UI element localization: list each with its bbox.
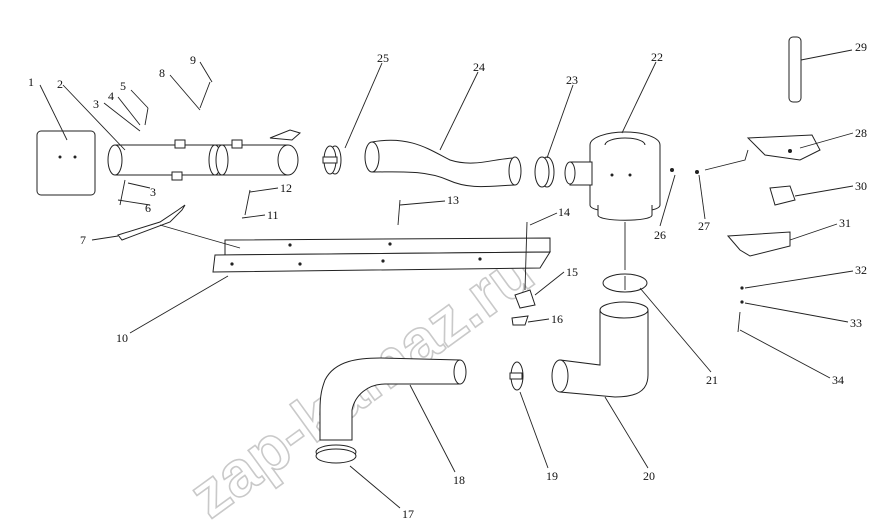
callout-20: 20 [643, 469, 655, 483]
part-23-clamp [534, 156, 555, 188]
callout-22: 22 [651, 50, 663, 64]
callout-3b: 3 [150, 185, 156, 199]
part-20-elbow-hose [551, 301, 649, 398]
callout-28: 28 [855, 126, 867, 140]
callout-17: 17 [402, 507, 414, 521]
callout-labels: 1 2 3 3 4 5 6 7 8 9 10 11 12 13 14 15 16… [28, 40, 867, 521]
callout-29: 29 [855, 40, 867, 54]
callout-16: 16 [551, 312, 563, 326]
callout-27: 27 [698, 219, 710, 233]
part-29-rod [788, 36, 802, 103]
callout-25: 25 [377, 51, 389, 65]
callout-7: 7 [80, 233, 86, 247]
callout-11: 11 [267, 208, 279, 222]
part-1-plate [36, 130, 96, 196]
callout-5: 5 [120, 79, 126, 93]
callout-6: 6 [145, 201, 151, 215]
callout-1: 1 [28, 75, 34, 89]
callout-23: 23 [566, 73, 578, 87]
part-28-plate [704, 134, 821, 171]
part-24-bent-hose [364, 139, 522, 188]
callout-32: 32 [855, 263, 867, 277]
part-25-clamp [322, 145, 342, 175]
callout-2: 2 [57, 77, 63, 91]
part-10-rail [212, 237, 551, 273]
callout-33: 33 [850, 316, 862, 330]
callout-8: 8 [159, 66, 165, 80]
fasteners [119, 81, 744, 333]
part-31-bracket [726, 231, 791, 257]
part-19-clamp [509, 361, 524, 391]
callout-3a: 3 [93, 97, 99, 111]
part-2-intake-pipe [107, 129, 302, 181]
callout-30: 30 [855, 179, 867, 193]
part-22-air-filter [564, 131, 661, 270]
callout-13: 13 [447, 193, 459, 207]
callout-21: 21 [706, 373, 718, 387]
callout-18: 18 [453, 473, 465, 487]
part-17-clamp [315, 444, 357, 464]
callout-4: 4 [108, 89, 114, 103]
callout-14: 14 [558, 205, 570, 219]
callout-15: 15 [566, 265, 578, 279]
callout-9: 9 [190, 53, 196, 67]
leader-lines [39, 49, 854, 509]
callout-12: 12 [280, 181, 292, 195]
part-30-clip [769, 185, 796, 206]
part-18-bent-pipe [319, 357, 467, 441]
callout-10: 10 [116, 331, 128, 345]
callout-26: 26 [654, 228, 666, 242]
callout-24: 24 [473, 60, 485, 74]
part-7-bracket [117, 204, 241, 249]
callout-34: 34 [832, 373, 844, 387]
callout-31: 31 [839, 216, 851, 230]
part-21-gasket [602, 273, 648, 293]
callout-19: 19 [546, 469, 558, 483]
